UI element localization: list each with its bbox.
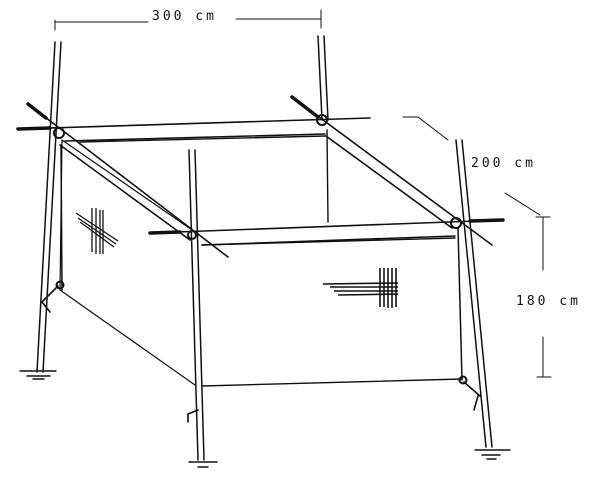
screen-panel-front	[201, 237, 463, 387]
pole-back-left	[36, 41, 63, 373]
screen-panel-back	[79, 129, 329, 223]
hatch-mark-front-panel	[322, 268, 399, 308]
hatch-mark-left-panel	[75, 208, 119, 254]
dimension-label-height: 180 cm	[516, 294, 581, 309]
pole-front-right	[455, 139, 493, 448]
dimension-label-depth: 200 cm	[471, 156, 536, 171]
top-rail-back	[17, 117, 371, 142]
dimension-line-width	[54, 9, 322, 31]
top-rail-right	[291, 96, 493, 246]
dimension-line-height	[536, 216, 552, 378]
joint-lashings	[53, 114, 468, 385]
guy-ties	[41, 285, 481, 423]
screen-panel-left	[59, 139, 196, 386]
dimension-label-width: 300 cm	[152, 9, 217, 24]
rail-ends	[16, 95, 505, 235]
pole-back-right	[317, 35, 329, 121]
ground-markers	[19, 370, 511, 468]
pole-front-left	[188, 149, 205, 461]
